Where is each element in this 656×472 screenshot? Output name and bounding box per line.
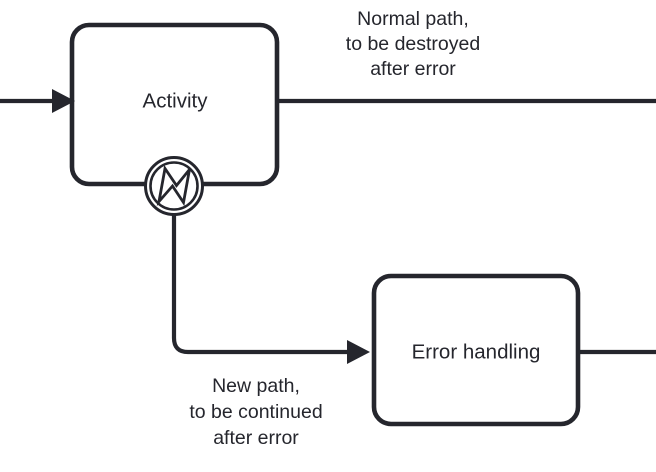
normal-path-label-line-1: Normal path, — [357, 8, 469, 30]
error-path-flow-arrowhead — [347, 340, 370, 364]
error-handling-task-shape — [371, 273, 581, 427]
error-path-flow[interactable] — [171, 215, 370, 364]
error-path-flow-line — [171, 215, 353, 355]
error-event-bolt-glyph — [156, 164, 191, 207]
normal-path-label-line-2: to be destroyed — [346, 33, 480, 55]
new-path-label-line-1: New path, — [212, 375, 300, 397]
error-handling-task-label: Error handling — [412, 340, 541, 363]
normal-path-label: Normal path, to be destroyed after error — [346, 8, 480, 80]
normal-path-label-line-3: after error — [370, 58, 456, 80]
activity-task-label: Activity — [143, 89, 209, 112]
incoming-flow[interactable] — [0, 89, 75, 113]
new-path-label: New path, to be continued after error — [189, 375, 322, 449]
incoming-flow-arrowhead — [52, 89, 75, 113]
error-handling-task-node[interactable]: Error handling — [371, 273, 581, 427]
new-path-label-line-2: to be continued — [189, 401, 322, 423]
error-bolt-icon[interactable] — [144, 156, 204, 216]
new-path-label-line-3: after error — [213, 427, 299, 449]
